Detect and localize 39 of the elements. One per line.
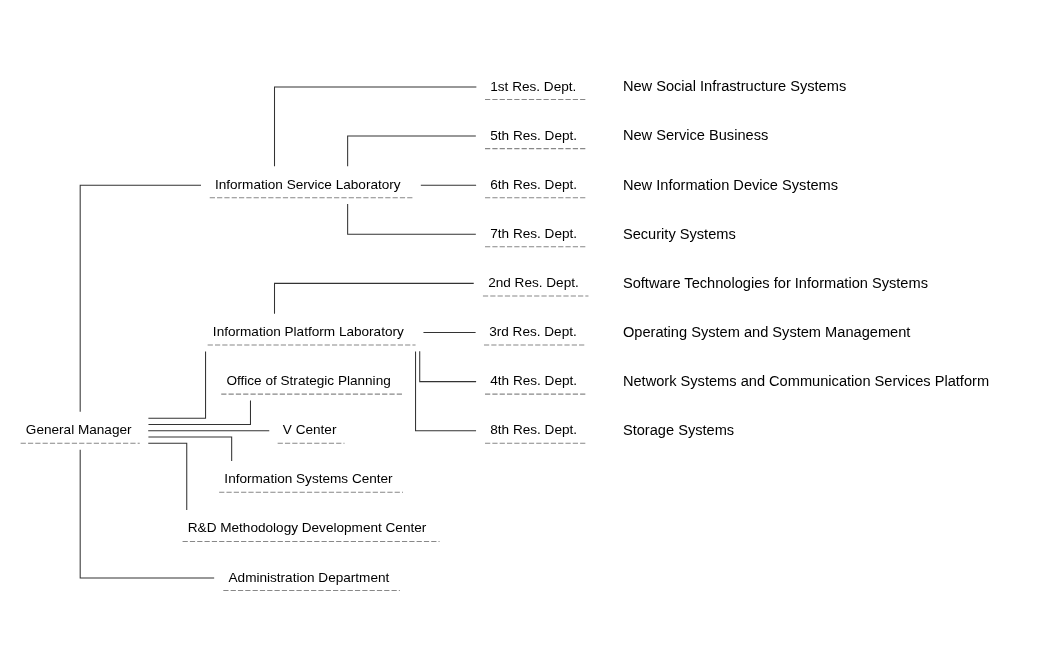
node-text: 6th Res. Dept. <box>490 176 578 192</box>
node-label: Storage Systems <box>622 421 735 438</box>
node-text: Information Platform Laboratory <box>212 323 404 339</box>
node-text: 8th Res. Dept. <box>490 421 578 437</box>
node-text: R&D Methodology Development Center <box>187 519 427 535</box>
node-text: 3rd Res. Dept. <box>489 323 577 339</box>
node-text: 2nd Res. Dept. <box>488 274 579 290</box>
node-label: New Social Infrastructure Systems <box>622 77 847 94</box>
connector <box>147 399 251 425</box>
node-label: New Information Device Systems <box>622 176 839 193</box>
connector <box>274 85 477 167</box>
node-label: Operating System and System Management <box>622 323 911 340</box>
node-text: V Center <box>282 421 337 437</box>
node-text: 1st Res. Dept. <box>490 78 577 94</box>
connector <box>347 203 477 235</box>
node-text: 7th Res. Dept. <box>490 225 578 241</box>
connector <box>274 282 475 314</box>
node-text: Information Service Laboratory <box>214 176 401 192</box>
node-label: New Service Business <box>622 126 769 143</box>
connector <box>419 350 477 382</box>
connector <box>422 331 477 333</box>
node-text: General Manager <box>25 421 132 437</box>
node-text: Information Systems Center <box>224 470 393 486</box>
connector <box>147 429 270 431</box>
connector <box>415 350 477 431</box>
node-text: 4th Res. Dept. <box>490 372 578 388</box>
node-text: Office of Strategic Planning <box>226 372 391 388</box>
node-label: Software Technologies for Information Systems <box>622 274 928 291</box>
connector <box>347 135 477 167</box>
node-text: 5th Res. Dept. <box>490 127 578 143</box>
connector <box>420 184 477 186</box>
connector <box>79 448 215 579</box>
connector <box>79 184 202 412</box>
node-text: Administration Department <box>228 569 390 585</box>
connector <box>147 442 188 510</box>
connector <box>147 350 207 419</box>
node-label: Security Systems <box>622 225 736 242</box>
node-label: Network Systems and Communication Services Platform <box>622 372 990 389</box>
connector <box>147 435 233 461</box>
